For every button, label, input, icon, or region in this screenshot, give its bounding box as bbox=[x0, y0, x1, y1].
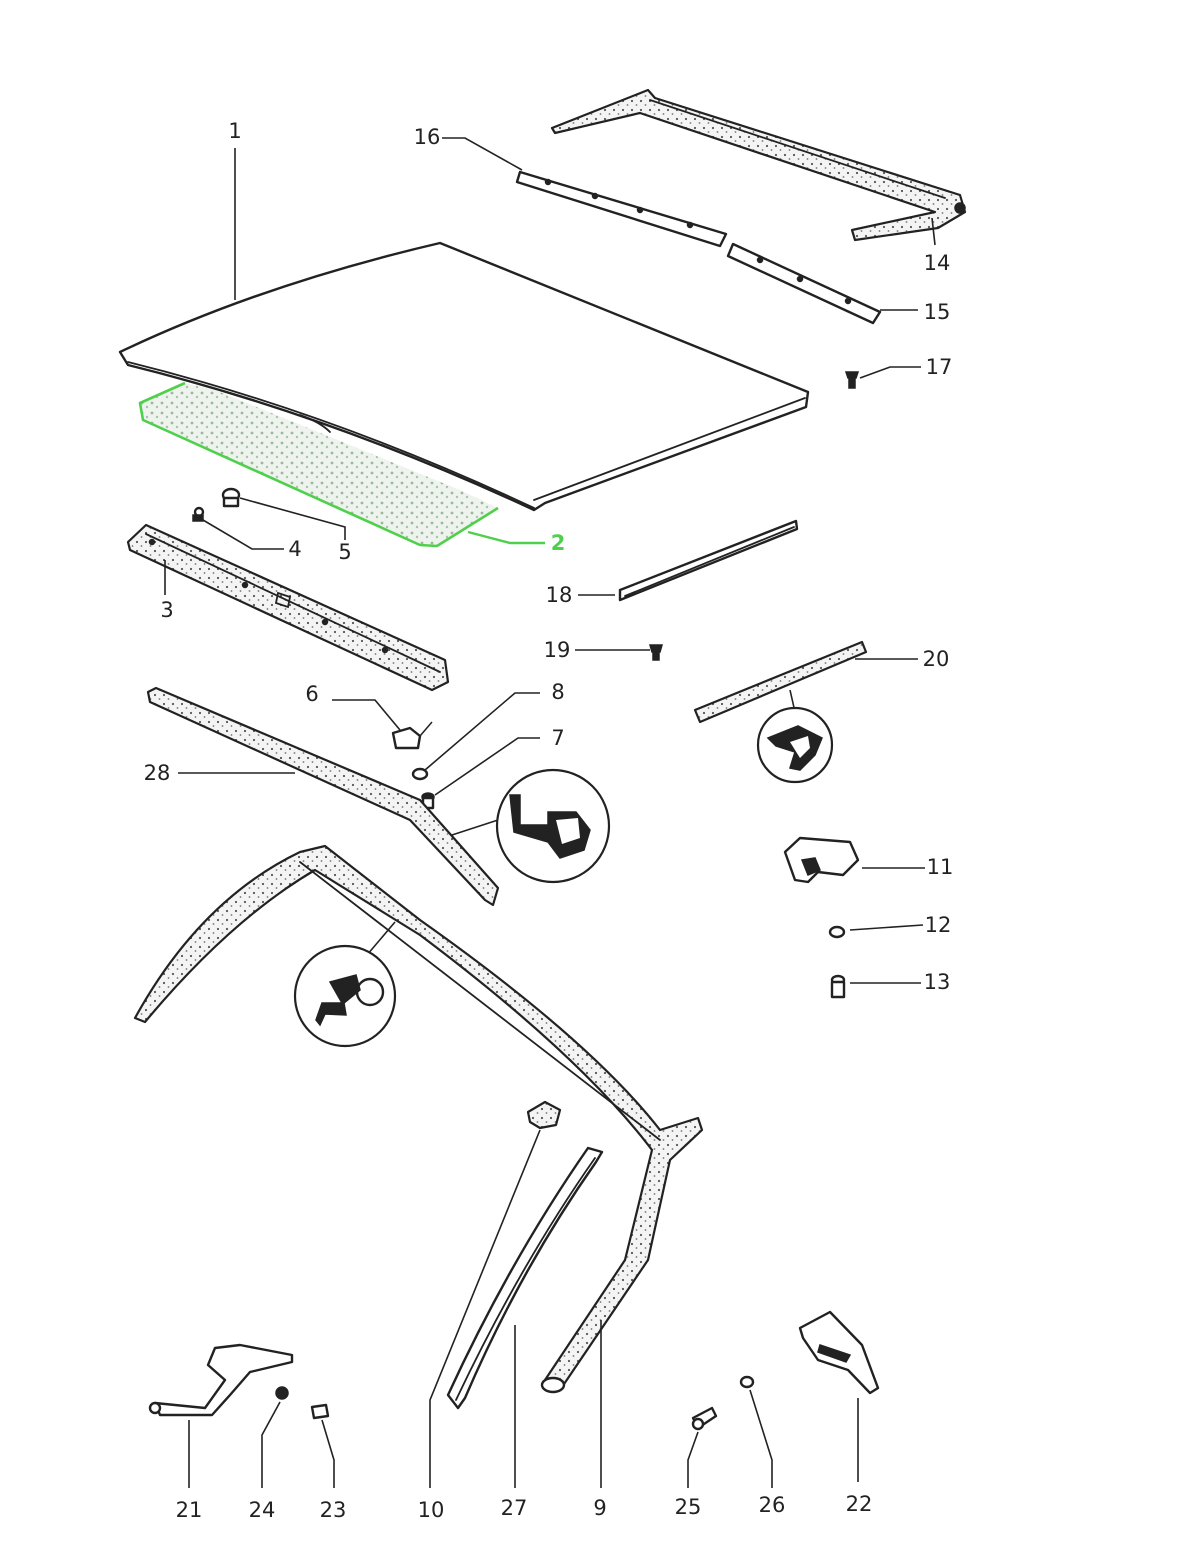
label-6: 6 bbox=[305, 682, 318, 706]
leader-23 bbox=[321, 1419, 335, 1488]
label-28: 28 bbox=[144, 761, 171, 785]
part-22-door-lock[interactable] bbox=[798, 1310, 880, 1395]
leader-7 bbox=[434, 737, 540, 796]
label-9: 9 bbox=[593, 1496, 606, 1520]
label-26: 26 bbox=[759, 1493, 786, 1517]
label-23: 23 bbox=[320, 1498, 347, 1522]
label-25: 25 bbox=[675, 1495, 702, 1519]
leader-12 bbox=[849, 924, 924, 931]
label-1: 1 bbox=[228, 119, 241, 143]
label-13: 13 bbox=[924, 970, 951, 994]
leader-8 bbox=[424, 692, 540, 771]
leader-16 bbox=[442, 137, 523, 171]
label-10: 10 bbox=[418, 1498, 445, 1522]
part-16-trim-strip[interactable] bbox=[515, 170, 728, 248]
leader-lines bbox=[164, 137, 936, 1488]
part-3-front-cross-member[interactable] bbox=[126, 523, 450, 692]
label-14: 14 bbox=[924, 251, 951, 275]
label-21: 21 bbox=[176, 1498, 203, 1522]
label-16: 16 bbox=[414, 125, 441, 149]
label-17: 17 bbox=[926, 355, 953, 379]
part-4-screw[interactable] bbox=[192, 506, 205, 522]
leader-6 bbox=[332, 699, 401, 731]
leader-24 bbox=[261, 1401, 281, 1488]
label-24: 24 bbox=[249, 1498, 276, 1522]
label-3: 3 bbox=[160, 598, 173, 622]
leader-2-highlighted bbox=[467, 530, 545, 545]
label-8: 8 bbox=[551, 680, 564, 704]
part-20-section-callout bbox=[756, 689, 834, 784]
part-19-screw[interactable] bbox=[649, 644, 663, 661]
leader-25 bbox=[687, 1431, 699, 1488]
part-28-section-callout bbox=[451, 768, 611, 884]
part-2-headliner-highlighted[interactable] bbox=[138, 381, 499, 548]
part-labels: 1 16 14 15 17 4 5 2 3 18 19 20 6 8 7 28 … bbox=[144, 119, 954, 1522]
leader-26 bbox=[749, 1389, 773, 1488]
part-23-screw[interactable] bbox=[310, 1403, 330, 1420]
leader-17 bbox=[859, 366, 921, 379]
part-17-screw[interactable] bbox=[844, 371, 860, 389]
part-21-hinge[interactable] bbox=[148, 1343, 294, 1417]
part-25-bolt[interactable] bbox=[691, 1406, 718, 1431]
leader-4 bbox=[202, 519, 284, 550]
leader-14 bbox=[931, 217, 936, 246]
part-6-bracket[interactable] bbox=[391, 721, 433, 750]
label-15: 15 bbox=[924, 300, 951, 324]
part-18-rail[interactable] bbox=[618, 519, 799, 602]
label-4: 4 bbox=[288, 537, 301, 561]
leader-5 bbox=[239, 497, 346, 540]
part-9-section-callout bbox=[293, 921, 397, 1048]
part-1-roof-panel[interactable] bbox=[118, 241, 810, 512]
label-11: 11 bbox=[927, 855, 954, 879]
part-20-seal-strip[interactable] bbox=[693, 640, 868, 724]
part-28-roof-rail-seal[interactable] bbox=[146, 686, 500, 907]
part-5-clip[interactable] bbox=[221, 487, 241, 508]
label-27: 27 bbox=[501, 1496, 528, 1520]
label-12: 12 bbox=[925, 913, 952, 937]
label-19: 19 bbox=[544, 638, 571, 662]
part-10-clip[interactable] bbox=[526, 1100, 562, 1130]
part-15-trim-strip[interactable] bbox=[726, 242, 882, 325]
part-14-rear-frame-seal[interactable] bbox=[550, 88, 967, 242]
label-5: 5 bbox=[338, 540, 351, 564]
part-13-bolt[interactable] bbox=[830, 974, 846, 999]
part-26-washer[interactable] bbox=[739, 1375, 755, 1389]
label-7: 7 bbox=[551, 726, 564, 750]
label-2-highlighted: 2 bbox=[551, 531, 566, 555]
leader-10 bbox=[429, 1129, 541, 1488]
part-9-door-frame-seal[interactable] bbox=[133, 844, 704, 1394]
label-22: 22 bbox=[846, 1492, 873, 1516]
label-18: 18 bbox=[546, 583, 573, 607]
part-27-seal-strip[interactable] bbox=[446, 1146, 604, 1410]
part-24-nut[interactable] bbox=[275, 1386, 289, 1400]
part-12-washer[interactable] bbox=[828, 925, 846, 939]
part-11-bracket[interactable] bbox=[783, 836, 860, 884]
part-8-washer[interactable] bbox=[411, 767, 429, 781]
label-20: 20 bbox=[923, 647, 950, 671]
